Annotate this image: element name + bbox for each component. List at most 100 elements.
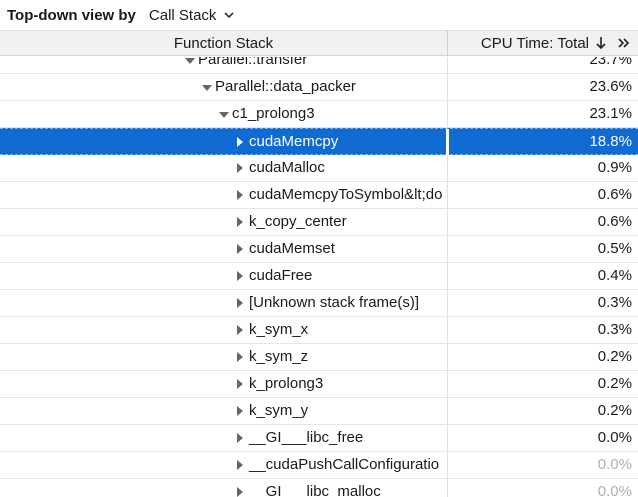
function-cell: __cudaPushCallConfiguratio — [0, 452, 447, 478]
collapsed-triangle-icon[interactable] — [236, 137, 244, 147]
expanded-triangle-icon[interactable] — [185, 57, 195, 65]
collapsed-triangle-icon[interactable] — [236, 406, 244, 416]
expanded-triangle-icon[interactable] — [219, 111, 229, 119]
function-cell: cudaFree — [0, 263, 447, 289]
grid-header: Function Stack CPU Time: Total — [0, 30, 638, 56]
function-name: k_prolong3 — [249, 375, 324, 392]
expanded-triangle-icon[interactable] — [202, 84, 212, 92]
column-divider — [447, 236, 448, 262]
column-divider — [447, 263, 448, 289]
collapsed-triangle-icon[interactable] — [236, 487, 244, 497]
collapsed-triangle-icon[interactable] — [236, 352, 244, 362]
function-name: __cudaPushCallConfiguratio — [249, 456, 440, 473]
tree-row[interactable]: c1_prolong3 23.1% — [0, 101, 638, 128]
tree-row[interactable]: Parallel::data_packer 23.6% — [0, 74, 638, 101]
tree-row[interactable]: [Unknown stack frame(s)]0.3% — [0, 290, 638, 317]
cpu-time-label: CPU Time: Total — [480, 34, 589, 52]
function-cell: c1_prolong3 — [0, 101, 447, 127]
function-cell: cudaMemcpy — [0, 129, 447, 155]
function-cell: __GI___libc_free — [0, 425, 447, 451]
column-divider — [447, 155, 448, 181]
collapsed-triangle-icon[interactable] — [236, 190, 244, 200]
tree-row[interactable]: cudaMemcpy 18.8% — [0, 128, 638, 155]
cpu-time-value: 0.5% — [597, 240, 632, 257]
cpu-time-value: 18.8% — [589, 133, 632, 150]
collapsed-triangle-icon[interactable] — [236, 460, 244, 470]
cpu-time-value: 0.2% — [597, 375, 632, 392]
call-stack-tree[interactable]: Parallel::transfer 23.7%Parallel::data_pa… — [0, 57, 638, 497]
function-name: cudaFree — [249, 267, 313, 284]
collapsed-triangle-icon[interactable] — [236, 271, 244, 281]
function-name: Parallel::transfer — [198, 57, 308, 68]
function-cell: Parallel::data_packer — [0, 74, 447, 100]
cpu-time-value: 0.3% — [597, 321, 632, 338]
function-cell: [Unknown stack frame(s)] — [0, 290, 447, 316]
function-name: k_copy_center — [249, 213, 347, 230]
column-divider — [446, 129, 449, 155]
function-name: __GI___libc_malloc — [249, 483, 381, 497]
view-title: Top-down view by — [7, 6, 136, 24]
function-cell: cudaMemcpyToSymbol&lt;do — [0, 182, 447, 208]
tree-row[interactable]: cudaFree 0.4% — [0, 263, 638, 290]
collapsed-triangle-icon[interactable] — [236, 298, 244, 308]
column-header-cpu-time[interactable]: CPU Time: Total — [448, 35, 638, 52]
tree-row[interactable]: k_prolong3 0.2% — [0, 371, 638, 398]
cpu-time-value: 0.0% — [597, 429, 632, 446]
function-cell: k_sym_x — [0, 317, 447, 343]
tree-row[interactable]: __GI___libc_free 0.0% — [0, 425, 638, 452]
function-cell: cudaMemset — [0, 236, 447, 262]
column-divider — [447, 57, 448, 73]
column-divider — [447, 479, 448, 497]
tree-row[interactable]: cudaMemset 0.5% — [0, 236, 638, 263]
tree-row[interactable]: Parallel::transfer 23.7% — [0, 57, 638, 74]
view-toolbar: Top-down view by Call Stack — [0, 0, 638, 30]
function-name: cudaMalloc — [249, 159, 325, 176]
column-divider — [447, 317, 448, 343]
cpu-time-value: 23.7% — [589, 57, 632, 68]
tree-row[interactable]: k_copy_center 0.6% — [0, 209, 638, 236]
collapsed-triangle-icon[interactable] — [236, 217, 244, 227]
view-mode-value: Call Stack — [148, 6, 217, 24]
collapsed-triangle-icon[interactable] — [236, 244, 244, 254]
column-divider — [447, 425, 448, 451]
function-cell: __GI___libc_malloc — [0, 479, 447, 497]
chevron-down-icon — [224, 12, 234, 19]
column-divider — [447, 398, 448, 424]
column-divider — [447, 74, 448, 100]
column-divider[interactable] — [447, 30, 448, 56]
cpu-time-value: 0.6% — [597, 213, 632, 230]
column-header-function-stack[interactable]: Function Stack — [173, 34, 274, 52]
collapsed-triangle-icon[interactable] — [236, 433, 244, 443]
function-name: cudaMemcpy — [249, 133, 339, 150]
function-name: Parallel::data_packer — [215, 78, 356, 95]
cpu-time-value: 0.9% — [597, 159, 632, 176]
collapsed-triangle-icon[interactable] — [236, 379, 244, 389]
function-name: c1_prolong3 — [232, 105, 315, 122]
cpu-time-value: 0.0% — [597, 456, 632, 473]
cpu-time-value: 0.2% — [597, 402, 632, 419]
column-divider — [447, 101, 448, 127]
function-name: k_sym_x — [249, 321, 309, 338]
tree-row[interactable]: __cudaPushCallConfiguratio 0.0% — [0, 452, 638, 479]
tree-row[interactable]: k_sym_x 0.3% — [0, 317, 638, 344]
tree-row[interactable]: k_sym_y 0.2% — [0, 398, 638, 425]
cpu-time-value: 23.1% — [589, 105, 632, 122]
cpu-time-value: 23.6% — [589, 78, 632, 95]
double-chevron-right-icon[interactable] — [617, 37, 631, 49]
tree-row[interactable]: cudaMalloc 0.9% — [0, 155, 638, 182]
column-divider — [447, 371, 448, 397]
function-name: [Unknown stack frame(s)] — [249, 294, 420, 311]
cpu-time-value: 0.4% — [597, 267, 632, 284]
column-divider — [447, 182, 448, 208]
collapsed-triangle-icon[interactable] — [236, 325, 244, 335]
function-cell: k_sym_y — [0, 398, 447, 424]
view-mode-dropdown[interactable]: Call Stack — [149, 7, 236, 24]
column-divider — [447, 209, 448, 235]
function-cell: k_copy_center — [0, 209, 447, 235]
cpu-time-value: 0.2% — [597, 348, 632, 365]
collapsed-triangle-icon[interactable] — [236, 163, 244, 173]
arrow-down-icon[interactable] — [595, 36, 607, 50]
